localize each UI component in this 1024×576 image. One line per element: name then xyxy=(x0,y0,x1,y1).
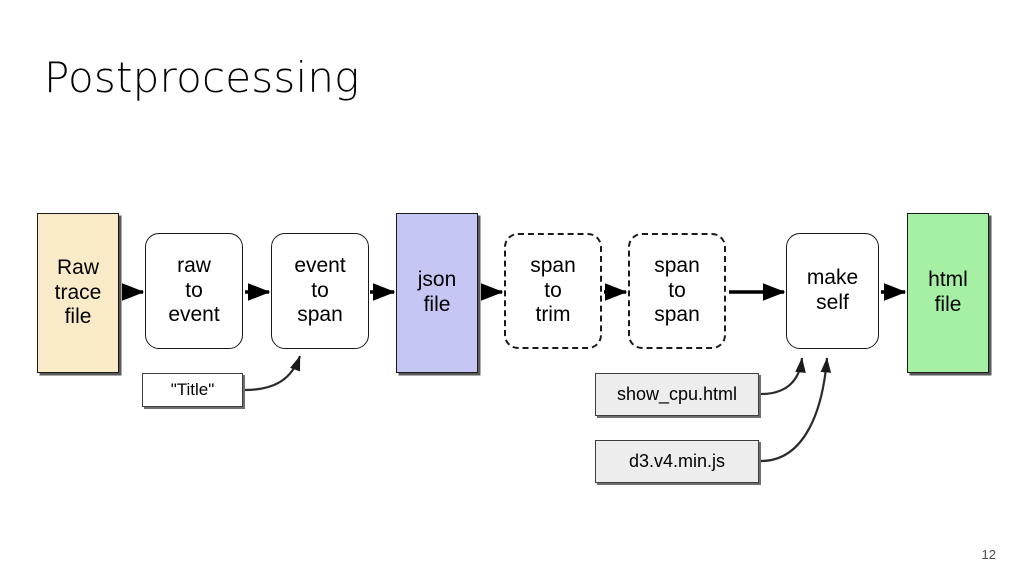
node-event-to-span[interactable]: event to span xyxy=(271,233,369,349)
node-d3-min-js[interactable]: d3.v4.min.js xyxy=(595,440,759,483)
node-raw-trace-file[interactable]: Raw trace file xyxy=(37,213,119,373)
node-span-to-span[interactable]: span to span xyxy=(628,233,726,349)
node-json-file[interactable]: json file xyxy=(396,213,478,373)
page-title: Postprocessing xyxy=(44,53,360,102)
node-span-to-trim[interactable]: span to trim xyxy=(504,233,602,349)
node-show-cpu-html[interactable]: show_cpu.html xyxy=(595,373,759,416)
page-number: 12 xyxy=(981,547,996,562)
edge-title-to-eventtospan xyxy=(244,355,302,392)
edge-d3-to-makeself xyxy=(760,357,832,463)
node-html-file[interactable]: html file xyxy=(907,213,989,373)
node-make-self[interactable]: make self xyxy=(786,233,879,349)
node-raw-to-event[interactable]: raw to event xyxy=(145,233,243,349)
edge-showcpu-to-makeself xyxy=(760,357,806,396)
node-title-input[interactable]: "Title" xyxy=(142,373,243,407)
